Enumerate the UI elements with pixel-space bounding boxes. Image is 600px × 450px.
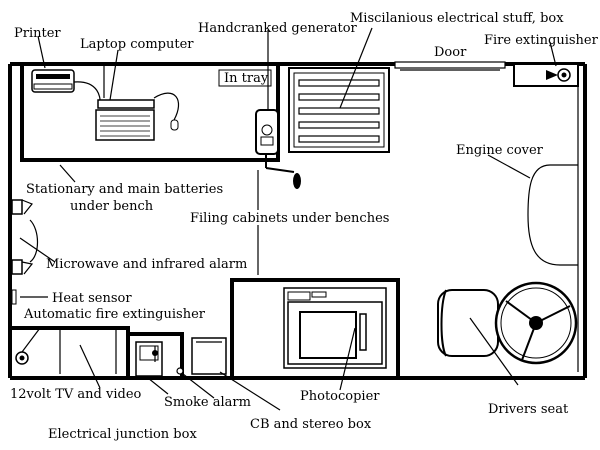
label-printer: Printer: [14, 26, 61, 41]
label-photocopier: Photocopier: [300, 389, 380, 404]
label-drivers-seat: Drivers seat: [488, 402, 569, 417]
fire-extinguisher[interactable]: [513, 41, 579, 87]
label-laptop: Laptop computer: [80, 37, 194, 52]
drivers-seat[interactable]: [437, 289, 499, 357]
laptop-icon[interactable]: [73, 49, 179, 141]
label-filing: Filing cabinets under benches: [190, 211, 389, 226]
heat-sensor-icon[interactable]: [11, 289, 48, 305]
engine-cover: [487, 154, 578, 266]
label-heat-sensor: Heat sensor: [52, 291, 132, 306]
label-microwave: Microwave and infrared alarm: [46, 257, 247, 272]
label-generator: Handcranked generator: [198, 21, 358, 36]
smoke-alarm-icon[interactable]: [176, 367, 215, 399]
label-batteries-1: Stationary and main batteries: [26, 182, 223, 197]
auto-fire-extinguisher-icon[interactable]: [15, 327, 41, 365]
printer-icon[interactable]: [31, 35, 75, 93]
label-batteries-2: under bench: [70, 199, 154, 214]
cb-stereo-box[interactable]: [191, 337, 281, 411]
label-misc: Miscilanious electrical stuff, box: [350, 11, 564, 26]
microwave-infrared-alarm[interactable]: [11, 199, 56, 275]
photocopier-icon[interactable]: [283, 287, 387, 391]
misc-electrical-box[interactable]: [288, 27, 390, 153]
label-engine-cover: Engine cover: [456, 143, 544, 158]
tv-cabinet: [10, 326, 130, 389]
in-tray[interactable]: [218, 69, 272, 87]
label-smoke: Smoke alarm: [164, 395, 251, 410]
photocopier-bench: [230, 278, 400, 378]
outer-walls: [8, 62, 587, 380]
label-fire-extinguisher: Fire extinguisher: [484, 33, 599, 48]
label-cb-stereo: CB and stereo box: [250, 417, 372, 432]
batteries-leader: [59, 164, 76, 183]
label-door: Door: [434, 45, 467, 60]
label-auto-fire: Automatic fire extinguisher: [23, 307, 206, 322]
junction-box[interactable]: [128, 332, 184, 395]
generator-icon[interactable]: [255, 30, 301, 189]
label-in-tray: In tray: [224, 71, 269, 86]
steering-wheel-icon[interactable]: [469, 281, 578, 386]
label-junction: Electrical junction box: [48, 427, 197, 442]
label-tv: 12volt TV and video: [10, 387, 142, 402]
door[interactable]: [394, 61, 506, 71]
